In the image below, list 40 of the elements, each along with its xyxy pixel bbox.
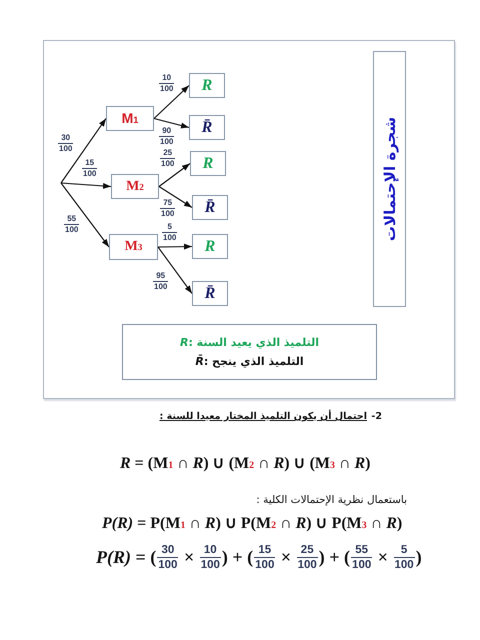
edge-label: 95 100 bbox=[153, 272, 168, 292]
outcome-box bbox=[190, 151, 226, 176]
event-box bbox=[106, 106, 154, 131]
node-label: R̄ bbox=[204, 286, 216, 302]
vertical-title: شجرة الإحتمالات bbox=[380, 116, 398, 242]
event-box bbox=[111, 174, 159, 199]
edge-label: 30 100 bbox=[58, 134, 74, 154]
outer-frame bbox=[43, 40, 455, 399]
edge-label: 55 100 bbox=[64, 215, 80, 235]
outcome-box bbox=[192, 234, 228, 259]
node-label: R̄ bbox=[202, 120, 212, 136]
section-number: 2- bbox=[371, 411, 382, 422]
legend-box bbox=[122, 324, 377, 380]
title-panel bbox=[373, 51, 406, 307]
node-label: R̄ bbox=[204, 200, 216, 216]
edge-label: 75 100 bbox=[160, 199, 176, 219]
edge-label: 15 100 bbox=[82, 159, 98, 179]
arrow bbox=[158, 246, 192, 294]
outcome-box bbox=[192, 281, 228, 306]
node-label: R bbox=[202, 78, 212, 94]
arrow bbox=[60, 182, 112, 189]
edge-label: 5 100 bbox=[162, 223, 178, 243]
node-label: R bbox=[202, 156, 214, 172]
outcome-box bbox=[192, 195, 228, 220]
arrow bbox=[158, 163, 190, 187]
arrow bbox=[60, 182, 110, 248]
outcome-box bbox=[189, 115, 225, 140]
node-label: R bbox=[204, 238, 216, 254]
arrow bbox=[158, 186, 192, 208]
edge-label: 25 100 bbox=[160, 149, 176, 169]
note-text: باستعمال نظرية الإحتمالات الكلية : bbox=[256, 494, 407, 506]
arrow bbox=[158, 244, 192, 250]
edge-label: 90 100 bbox=[159, 127, 174, 147]
arrow bbox=[154, 85, 190, 119]
outcome-box bbox=[189, 73, 225, 98]
section-heading: احتمال أن يكون التلميذ المختار معيدا للسنة : bbox=[159, 411, 367, 422]
event-box bbox=[109, 234, 158, 260]
arrow bbox=[60, 118, 106, 184]
arrow bbox=[154, 118, 190, 128]
edge-label: 10 100 bbox=[159, 74, 174, 94]
